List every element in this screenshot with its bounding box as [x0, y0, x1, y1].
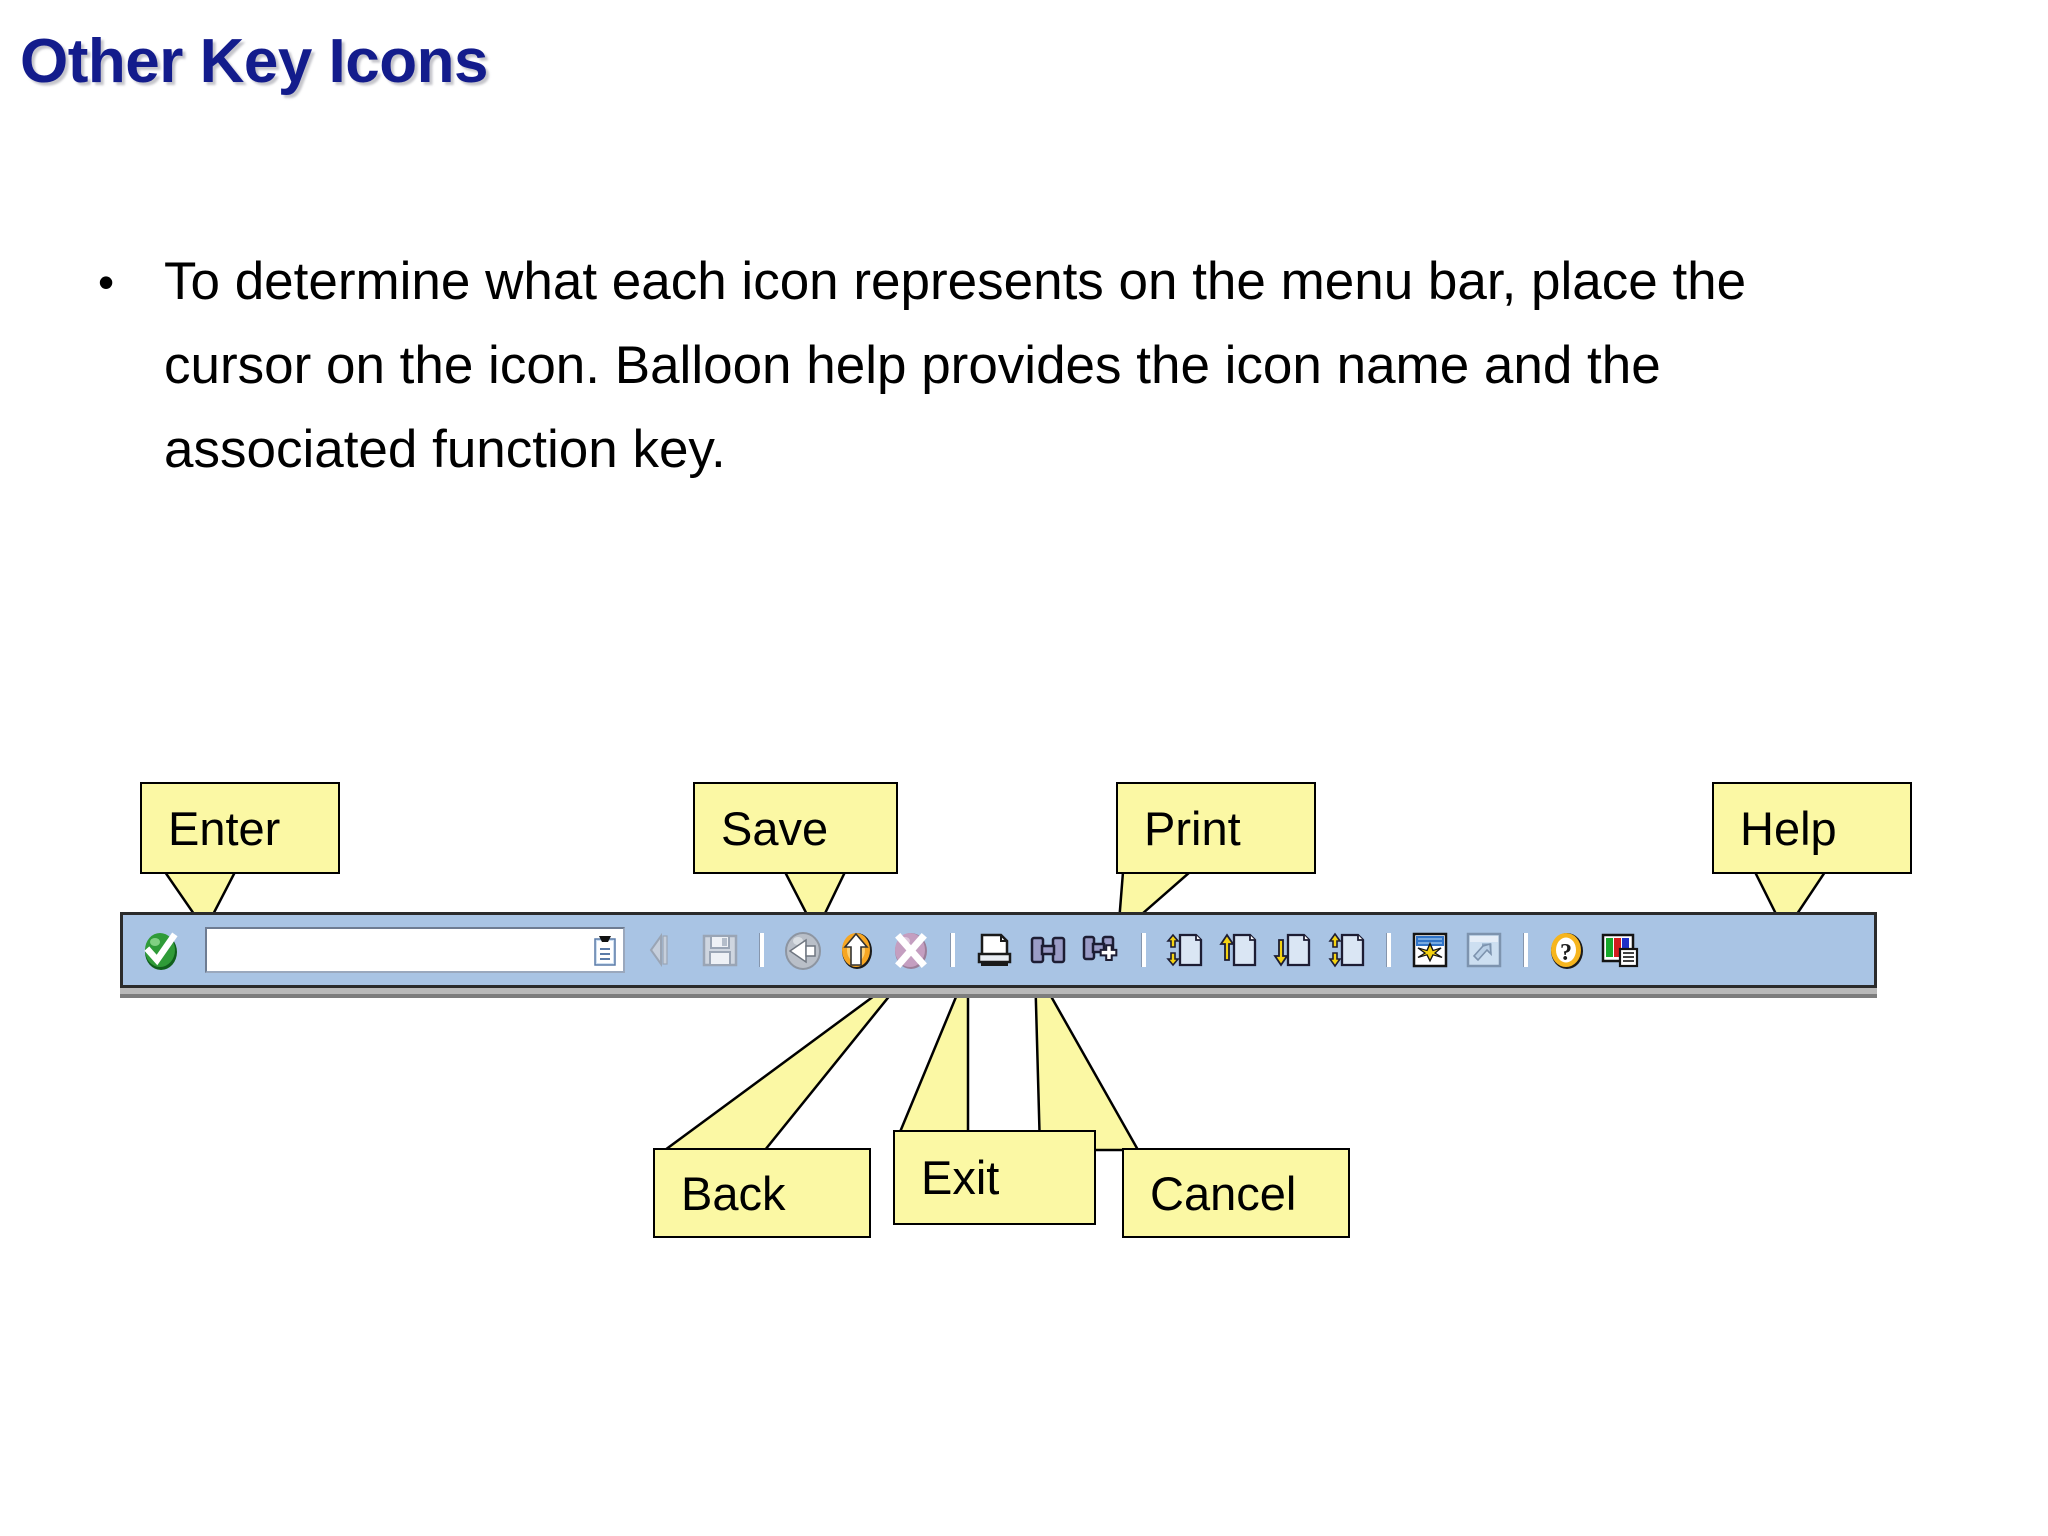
create-shortcut-icon[interactable]: [1461, 927, 1507, 973]
tail-back: [661, 966, 913, 1152]
save-floppy-icon[interactable]: [697, 927, 743, 973]
callout-cancel[interactable]: Cancel: [1122, 1148, 1350, 1238]
callout-enter[interactable]: Enter: [140, 782, 340, 874]
sap-toolbar: ?: [120, 912, 1877, 988]
back-arrow-icon[interactable]: [780, 927, 826, 973]
bullet-text: To determine what each icon represents o…: [164, 252, 1747, 479]
toolbar-separator: [1386, 933, 1391, 967]
callout-enter-label: Enter: [168, 801, 281, 855]
command-history-icon[interactable]: [592, 933, 618, 967]
create-session-icon[interactable]: [1407, 927, 1453, 973]
callout-print-label: Print: [1144, 801, 1241, 855]
tail-exit: [898, 967, 970, 1134]
callout-save-label: Save: [721, 801, 829, 855]
first-page-icon[interactable]: [1162, 927, 1208, 973]
toolbar-separator: [950, 933, 955, 967]
callout-exit-label: Exit: [921, 1151, 1000, 1204]
toolbar-separator: [759, 933, 764, 967]
callout-back-label: Back: [681, 1166, 786, 1220]
cancel-x-icon[interactable]: [888, 927, 934, 973]
previous-page-icon[interactable]: [1216, 927, 1262, 973]
back-triangle-icon[interactable]: [643, 927, 689, 973]
callout-back[interactable]: Back: [653, 1148, 871, 1238]
print-icon[interactable]: [971, 927, 1017, 973]
callout-exit[interactable]: Exit: [893, 1130, 1096, 1225]
find-next-icon[interactable]: [1079, 927, 1125, 973]
find-binoculars-icon[interactable]: [1025, 927, 1071, 973]
callout-cancel-label: Cancel: [1150, 1166, 1297, 1220]
callout-help-label: Help: [1740, 801, 1837, 855]
svg-text:?: ?: [1560, 940, 1572, 966]
tail-cancel: [1033, 967, 1141, 1152]
callout-save[interactable]: Save: [693, 782, 898, 874]
help-question-icon[interactable]: ?: [1544, 927, 1590, 973]
last-page-icon[interactable]: [1324, 927, 1370, 973]
callout-help[interactable]: Help: [1712, 782, 1912, 874]
enter-checkmark-icon[interactable]: [139, 927, 185, 973]
customize-layout-icon[interactable]: [1598, 927, 1644, 973]
next-page-icon[interactable]: [1270, 927, 1316, 973]
toolbar-separator: [1141, 933, 1146, 967]
exit-uparrow-icon[interactable]: [834, 927, 880, 973]
bullet-marker: •: [98, 256, 115, 308]
callout-print[interactable]: Print: [1116, 782, 1316, 874]
page-title: Other Key Icons: [20, 27, 488, 96]
bullet-list: • To determine what each icon represents…: [96, 240, 1916, 492]
command-field[interactable]: [205, 927, 625, 973]
toolbar-separator: [1523, 933, 1528, 967]
